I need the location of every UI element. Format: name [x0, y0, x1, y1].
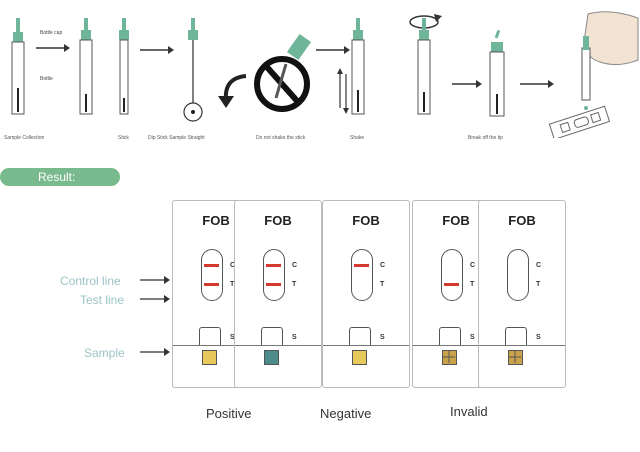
- test-line: [444, 283, 459, 286]
- step-label-stick: Stick: [118, 135, 129, 141]
- mark-c: C: [380, 262, 386, 269]
- mark-t: T: [536, 281, 541, 288]
- mark-s: S: [536, 334, 541, 341]
- arrow-right-icon: [140, 276, 170, 284]
- test-line: [266, 283, 281, 286]
- arrow-right-icon: [452, 80, 482, 88]
- hand-drop-icon: [548, 11, 639, 138]
- mark-t: T: [380, 281, 385, 288]
- sample-tube-icon: [11, 18, 25, 115]
- bottle-cap-annotation: Bottle cap: [40, 30, 63, 36]
- sample-pad: [508, 350, 523, 365]
- divider: [413, 345, 499, 346]
- mark-s: S: [380, 334, 385, 341]
- mark-s: S: [230, 334, 235, 341]
- arrow-right-icon: [140, 46, 174, 54]
- arrow-right-icon: [140, 295, 170, 303]
- mark-s: S: [292, 334, 297, 341]
- mark-t: T: [292, 281, 297, 288]
- result-window: [507, 249, 529, 301]
- sample-well: [439, 327, 461, 345]
- result-window: [201, 249, 223, 301]
- up-down-arrow-icon: [337, 68, 349, 114]
- control-line: [354, 264, 369, 267]
- sample-pad: [264, 350, 279, 365]
- control-line: [266, 264, 281, 267]
- arrow-right-icon: [140, 348, 170, 356]
- legend-control-line: Control line: [60, 274, 121, 288]
- cassette-invalid-2: FOB C T S: [478, 200, 566, 388]
- sample-pad: [202, 350, 217, 365]
- arrow-right-icon: [316, 46, 350, 54]
- sample-well: [505, 327, 527, 345]
- sample-pad: [352, 350, 367, 365]
- mark-s: S: [470, 334, 475, 341]
- legend-test-line: Test line: [80, 293, 125, 307]
- group-label-negative: Negative: [320, 406, 372, 421]
- sample-well: [199, 327, 221, 345]
- group-label-positive: Positive: [206, 406, 252, 421]
- divider: [235, 345, 321, 346]
- divider: [479, 345, 565, 346]
- cassette-title: FOB: [352, 213, 380, 228]
- sample-pad: [442, 350, 457, 365]
- mark-c: C: [536, 262, 542, 269]
- step-label-shake: Shake: [350, 135, 365, 141]
- control-line: [204, 264, 219, 267]
- mark-t: T: [230, 281, 235, 288]
- group-label-invalid: Invalid: [450, 404, 488, 419]
- divider: [173, 345, 259, 346]
- step-label-break-tip: Break off the tip: [468, 135, 503, 141]
- broken-tip-tube-icon: [489, 30, 505, 117]
- result-heading: Result:: [0, 168, 120, 186]
- arrow-right-icon: [36, 44, 70, 52]
- shake-tube-icon: [351, 18, 365, 115]
- twist-tube-icon: [409, 14, 442, 115]
- dip-stick-icon: [183, 18, 203, 122]
- legend-sample: Sample: [84, 346, 125, 360]
- cassette-title: FOB: [508, 213, 536, 228]
- result-window: [441, 249, 463, 301]
- cassette-title: FOB: [264, 213, 292, 228]
- result-window: [351, 249, 373, 301]
- step-label-dip-stick: Dip Stick Sample Straight: [148, 135, 205, 141]
- result-window: [263, 249, 285, 301]
- stick-icon: [119, 18, 129, 115]
- cassette-title: FOB: [442, 213, 470, 228]
- step-label-do-not-shake: Do not shake the stick: [256, 135, 306, 141]
- cassette-positive-2: FOB C T S: [234, 200, 322, 388]
- no-shake-icon: [254, 33, 312, 112]
- sample-well: [261, 327, 283, 345]
- mark-c: C: [470, 262, 476, 269]
- cross-icon: [443, 351, 455, 363]
- arrow-right-icon: [520, 80, 554, 88]
- cassette-title: FOB: [202, 213, 230, 228]
- cassette-negative: FOB C T S: [322, 200, 410, 388]
- divider: [323, 345, 409, 346]
- mark-c: C: [230, 262, 236, 269]
- test-line: [204, 283, 219, 286]
- sample-well: [349, 327, 371, 345]
- stick-tube-icon: [79, 18, 93, 115]
- step-label-sample-collection: Sample Collection: [4, 135, 45, 141]
- curved-arrow-icon: [218, 74, 247, 108]
- mark-c: C: [292, 262, 298, 269]
- mark-t: T: [470, 281, 475, 288]
- cross-icon: [509, 351, 521, 363]
- bottle-annotation: Bottle: [40, 76, 53, 82]
